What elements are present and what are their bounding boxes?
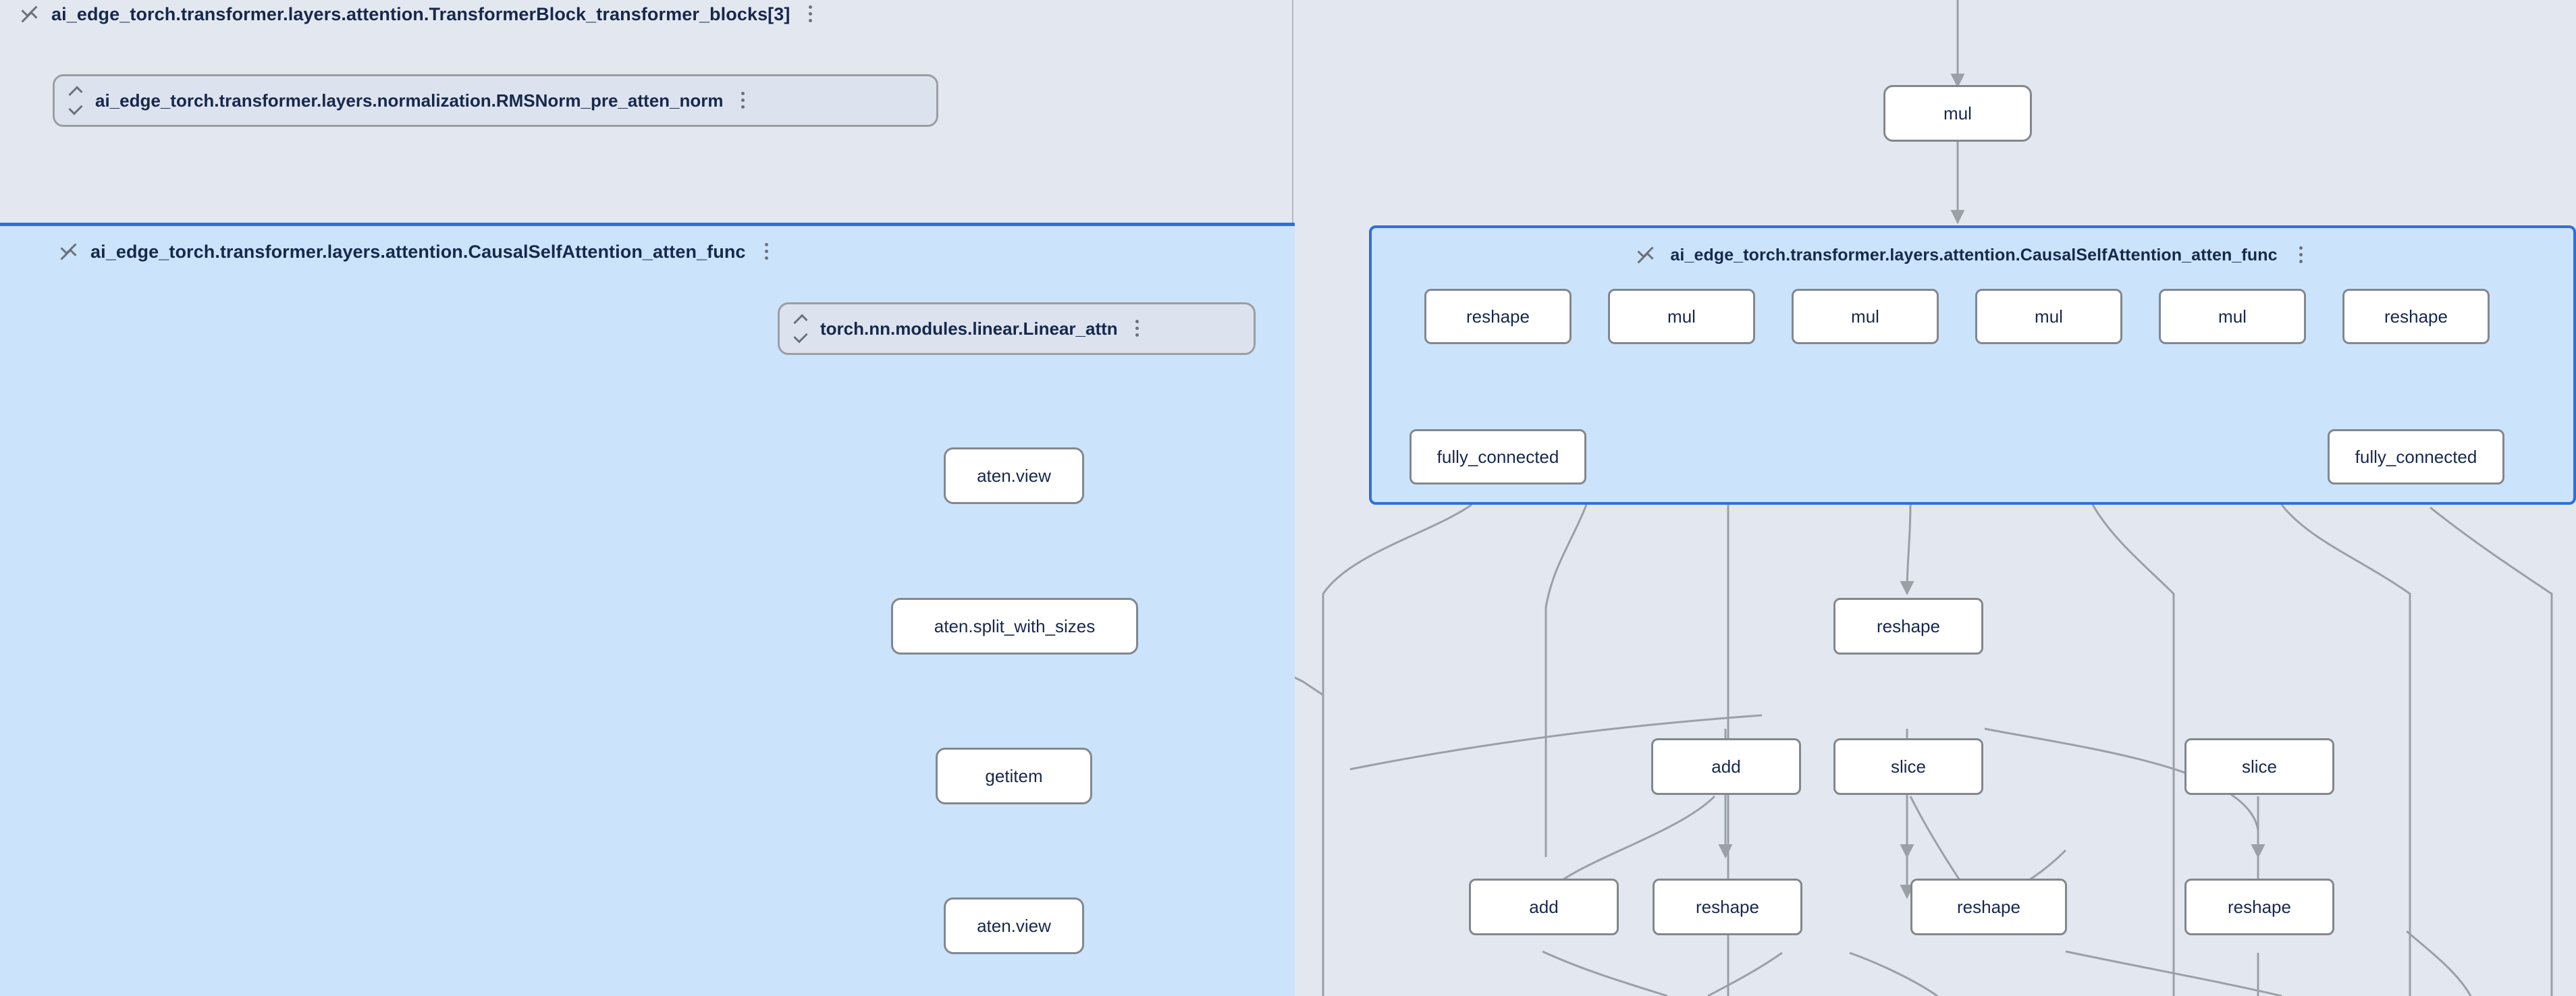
expand-updown-icon[interactable] bbox=[67, 88, 84, 113]
node-reshape-b3[interactable]: reshape bbox=[2184, 879, 2334, 935]
node-label: aten.view bbox=[977, 465, 1051, 486]
collapse-icon[interactable] bbox=[19, 3, 39, 26]
group-transformer-block-header[interactable]: ai_edge_torch.transformer.layers.attenti… bbox=[0, 0, 1292, 38]
node-mul-r1[interactable]: mul bbox=[1608, 289, 1755, 344]
group-causal-self-attention-right-header[interactable]: ai_edge_torch.transformer.layers.attenti… bbox=[1372, 228, 2573, 282]
node-label: mul bbox=[1667, 306, 1696, 327]
node-label: aten.split_with_sizes bbox=[934, 615, 1096, 636]
node-label: reshape bbox=[1877, 615, 1940, 636]
node-label: reshape bbox=[2384, 306, 2448, 327]
node-label: mul bbox=[2218, 306, 2247, 327]
node-slice-1[interactable]: slice bbox=[1833, 738, 1983, 795]
expand-updown-icon[interactable] bbox=[792, 316, 809, 341]
collapse-icon[interactable] bbox=[58, 240, 78, 263]
node-reshape-b1[interactable]: reshape bbox=[1653, 879, 1802, 935]
node-label: add bbox=[1529, 896, 1559, 917]
node-reshape-mid[interactable]: reshape bbox=[1833, 598, 1983, 655]
node-reshape-b2[interactable]: reshape bbox=[1910, 879, 2067, 935]
group-causal-self-attention-left-title: ai_edge_torch.transformer.layers.attenti… bbox=[90, 241, 746, 262]
node-label: slice bbox=[1890, 756, 1926, 777]
node-label: mul bbox=[1851, 306, 1879, 327]
node-rmsnorm-label: ai_edge_torch.transformer.layers.normali… bbox=[95, 90, 724, 111]
node-label: fully_connected bbox=[2355, 446, 2477, 467]
node-add-2[interactable]: add bbox=[1469, 879, 1619, 935]
collapse-icon[interactable] bbox=[1635, 244, 1655, 267]
node-getitem[interactable]: getitem bbox=[936, 748, 1092, 804]
group-transformer-block-title: ai_edge_torch.transformer.layers.attenti… bbox=[51, 3, 790, 24]
node-aten-view-1[interactable]: aten.view bbox=[944, 447, 1084, 504]
node-slice-2[interactable]: slice bbox=[2184, 738, 2334, 795]
node-mul-r2[interactable]: mul bbox=[1792, 289, 1939, 344]
more-options-icon[interactable] bbox=[758, 240, 776, 263]
node-mul-r4[interactable]: mul bbox=[2159, 289, 2306, 344]
node-label: fully_connected bbox=[1437, 446, 1559, 467]
node-fully-connected-right[interactable]: fully_connected bbox=[2328, 429, 2504, 485]
more-options-icon[interactable] bbox=[802, 3, 820, 26]
node-reshape-r2[interactable]: reshape bbox=[2342, 289, 2490, 344]
node-rmsnorm[interactable]: ai_edge_torch.transformer.layers.normali… bbox=[53, 74, 938, 127]
more-options-icon[interactable] bbox=[734, 89, 752, 112]
node-mul-top[interactable]: mul bbox=[1883, 85, 2032, 142]
node-aten-view-2[interactable]: aten.view bbox=[944, 897, 1084, 954]
more-options-icon[interactable] bbox=[1129, 317, 1146, 340]
node-label: mul bbox=[1943, 103, 1972, 123]
node-label: getitem bbox=[985, 765, 1043, 786]
node-label: add bbox=[1711, 756, 1741, 777]
node-label: reshape bbox=[1957, 896, 2020, 917]
node-mul-r3[interactable]: mul bbox=[1975, 289, 2122, 344]
node-label: reshape bbox=[2228, 896, 2291, 917]
node-label: aten.view bbox=[977, 915, 1051, 936]
node-reshape-r1[interactable]: reshape bbox=[1424, 289, 1572, 344]
node-label: reshape bbox=[1696, 896, 1759, 917]
group-causal-self-attention-right-title: ai_edge_torch.transformer.layers.attenti… bbox=[1670, 245, 2278, 265]
node-label: slice bbox=[2241, 756, 2277, 777]
node-linear-attn[interactable]: torch.nn.modules.linear.Linear_attn bbox=[778, 302, 1256, 355]
node-linear-attn-label: torch.nn.modules.linear.Linear_attn bbox=[820, 318, 1118, 339]
more-options-icon[interactable] bbox=[2292, 244, 2310, 267]
node-add-1[interactable]: add bbox=[1651, 738, 1801, 795]
node-label: mul bbox=[2035, 306, 2063, 327]
node-fully-connected-left[interactable]: fully_connected bbox=[1410, 429, 1586, 485]
node-aten-split-with-sizes[interactable]: aten.split_with_sizes bbox=[891, 598, 1138, 655]
node-label: reshape bbox=[1466, 306, 1530, 327]
group-causal-self-attention-left-header[interactable]: ai_edge_torch.transformer.layers.attenti… bbox=[0, 226, 1295, 277]
